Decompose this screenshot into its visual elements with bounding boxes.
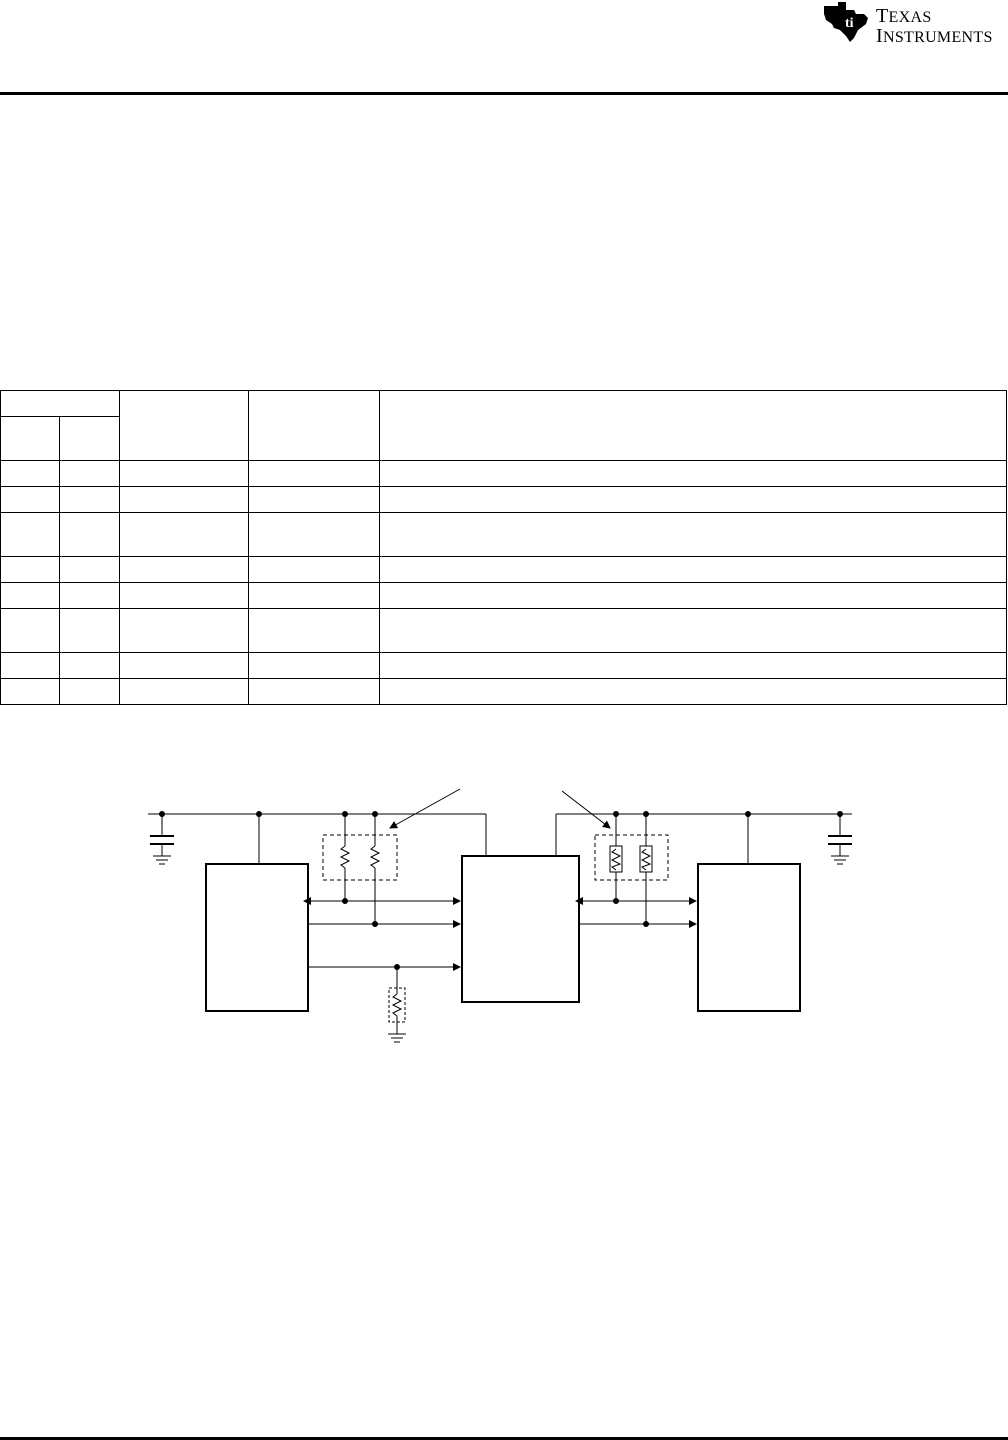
right-capacitor-icon — [828, 814, 852, 865]
callout-arrow — [389, 788, 461, 829]
footer-rule — [0, 1437, 1008, 1440]
left-capacitor-icon — [150, 814, 174, 865]
resistor-icon — [640, 848, 652, 871]
resistor-icon — [610, 848, 622, 871]
center-device-block — [461, 855, 580, 1003]
resistor-icon — [339, 845, 351, 869]
right-supply-rail — [555, 811, 852, 856]
callout-arrow — [561, 790, 611, 829]
table-row — [0, 512, 1007, 557]
data-table — [0, 390, 1007, 705]
table-header-cell — [59, 416, 120, 461]
table-header-cell — [0, 390, 120, 417]
left-supply-rail — [148, 811, 487, 856]
ti-texas-state-logo-icon: ti — [824, 2, 868, 42]
table-row — [0, 556, 1007, 583]
pulldown-resistor-icon — [388, 964, 406, 1043]
table-header-row — [0, 390, 1007, 461]
right-pullup-group — [594, 814, 669, 927]
table-row — [0, 652, 1007, 679]
resistor-icon — [369, 845, 381, 869]
table-row — [0, 486, 1007, 513]
table-row — [0, 678, 1007, 705]
logo-word-instruments: INSTRUMENTS — [876, 25, 993, 47]
table-header-cell — [119, 390, 249, 461]
table-row — [0, 582, 1007, 609]
table-row — [0, 608, 1007, 653]
table-row — [0, 460, 1007, 487]
header-rule — [0, 92, 1008, 95]
table-header-cell — [0, 416, 60, 461]
svg-text:ti: ti — [845, 16, 854, 31]
left-device-block — [205, 863, 309, 1012]
right-device-block — [697, 863, 801, 1012]
logo-word-texas: TEXAS — [876, 5, 932, 27]
table-header-cell — [248, 390, 380, 461]
table-header-cell — [379, 390, 1007, 461]
left-pullup-group — [322, 814, 398, 927]
ti-logo: ti TEXAS INSTRUMENTS — [818, 0, 1008, 48]
schematic-diagram — [148, 788, 852, 1043]
